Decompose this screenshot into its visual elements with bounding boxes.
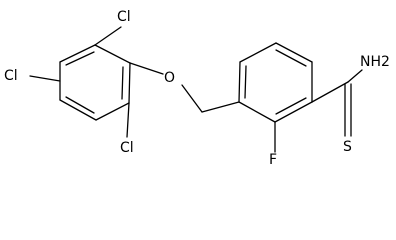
structure-diagram: Cl Cl Cl O F NH2 S (4, 9, 390, 168)
bond-inner (275, 49, 307, 67)
fluorine-label: F (269, 152, 277, 168)
bond (95, 102, 130, 121)
bond-to-oxygen (129, 62, 164, 75)
bond (59, 44, 96, 63)
sulfur-label: S (343, 139, 352, 155)
bond-c-n (347, 69, 363, 83)
bond (94, 44, 131, 64)
bond-inner (275, 97, 307, 115)
fluorobenzene-ring (238, 42, 313, 123)
bond-ring-thioamide (311, 81, 349, 103)
bond-to-cl-top (94, 26, 122, 46)
bond-ch2-ring (201, 101, 240, 113)
bond (128, 62, 131, 104)
trichlorophenyl-ring (59, 44, 131, 121)
chlorine-label-bottom: Cl (120, 140, 134, 156)
bond-to-cl-bottom (126, 102, 130, 138)
bond-inner (65, 51, 95, 66)
bond-inner (244, 65, 247, 99)
bond (239, 42, 277, 63)
bond (275, 42, 313, 63)
oxygen-label: O (164, 70, 175, 86)
bond-inner (65, 96, 95, 114)
bond (59, 99, 97, 121)
amine-text: NH2 (360, 54, 390, 70)
bond-to-cl-left (29, 75, 61, 82)
bond-inner (121, 66, 124, 100)
chlorine-label-left: Cl (4, 68, 18, 84)
bond-o-ch2 (181, 84, 203, 113)
bond (238, 61, 241, 103)
amine-label: NH2 (360, 54, 390, 70)
bond (238, 101, 276, 123)
molecule-drawing: Cl Cl Cl O F NH2 S (4, 9, 390, 168)
bond (274, 101, 313, 123)
chlorine-label-top: Cl (117, 9, 131, 25)
